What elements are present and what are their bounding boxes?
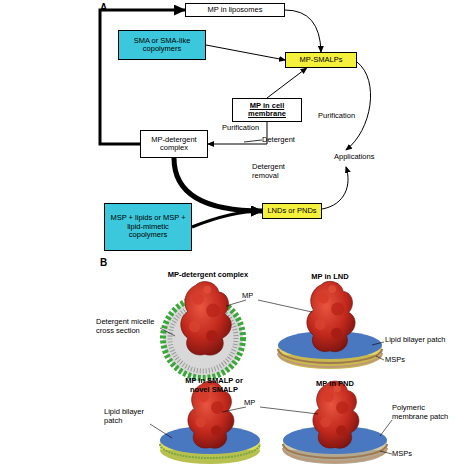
source-box: MP in cell membrane xyxy=(232,98,302,122)
panel-title: MP in PND xyxy=(305,380,365,389)
flow-arrow xyxy=(267,68,307,98)
annotation-label: Purification xyxy=(318,112,368,121)
part-label: MSPs xyxy=(392,450,432,459)
panel-title: MP in SMALP or novel SMALP xyxy=(178,377,250,394)
panel-title: MP in LND xyxy=(300,273,360,282)
product-box: MP-SMALPs xyxy=(285,52,357,68)
reagent-box: MSP + lipids or MSP + lipid-mimetic copo… xyxy=(104,203,192,251)
node-text: MP-SMALPs xyxy=(300,56,343,65)
flow-arrow xyxy=(192,211,262,227)
panel-letter: B xyxy=(100,257,112,268)
node-text: LNDs or PNDs xyxy=(267,207,316,216)
part-label: MP xyxy=(242,292,262,301)
reagent-box: SMA or SMA-like copolymers xyxy=(118,30,206,60)
part-label: Polymeric membrane patch xyxy=(392,404,450,421)
flow-arrow xyxy=(206,45,285,60)
node-text: SMA or SMA-like copolymers xyxy=(122,37,202,54)
node-text: MP in cell membrane xyxy=(236,102,298,119)
edge-label: Detergent removal xyxy=(252,163,298,180)
part-label: Lipid bilayer patch xyxy=(104,408,152,425)
node-text: MP-detergent complex xyxy=(144,136,204,153)
annotation-label: Applications xyxy=(334,153,389,162)
node-text: MSP + lipids or MSP + lipid-mimetic copo… xyxy=(108,214,188,240)
product-box: LNDs or PNDs xyxy=(262,203,322,219)
flow-arrow xyxy=(100,10,185,144)
state-box: MP in liposomes xyxy=(185,3,285,17)
part-label: Detergent micelle cross section xyxy=(96,318,162,335)
part-label: MP xyxy=(244,399,264,408)
part-label: Lipid bilayer patch xyxy=(385,336,460,345)
flow-arrow xyxy=(174,158,262,211)
part-label: MSPs xyxy=(385,356,425,365)
flow-arrow xyxy=(285,10,321,52)
panel-title: MP-detergent complex xyxy=(163,271,253,280)
annotation-label: Detergent xyxy=(262,136,312,145)
panel-letter: A xyxy=(100,2,112,13)
node-text: MP in liposomes xyxy=(208,6,263,15)
state-box: MP-detergent complex xyxy=(140,130,208,158)
edge-label: Purification xyxy=(222,124,272,133)
